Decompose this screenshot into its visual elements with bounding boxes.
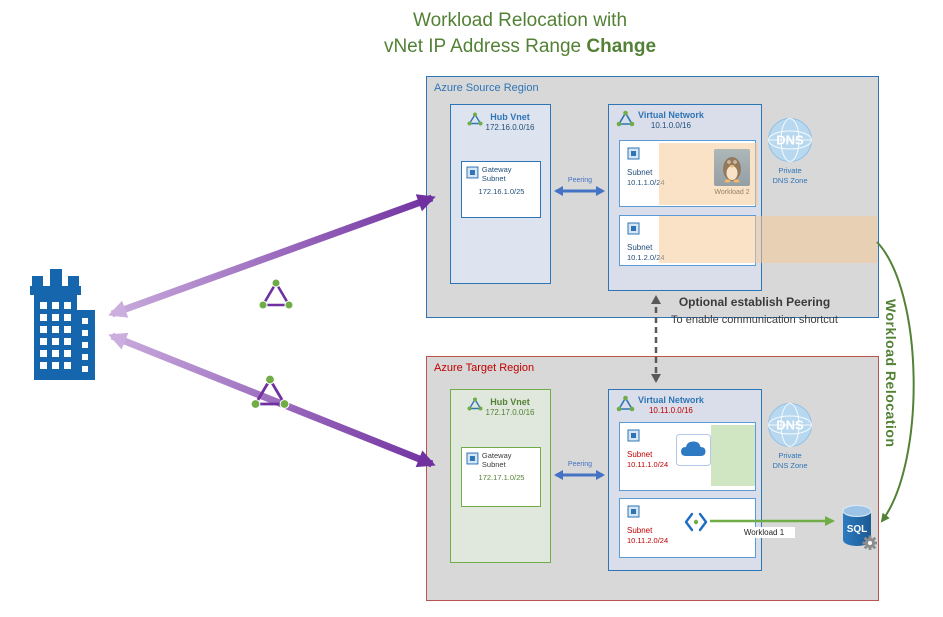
target-vnet-title: Virtual Network (638, 395, 704, 405)
source-subnet1-cidr: 10.1.1.0/24 (627, 178, 665, 187)
target-hub-vnet-cidr: 172.17.0.0/16 (485, 408, 535, 417)
subnet-icon (627, 429, 640, 442)
target-gateway-subnet-box: Gateway Subnet 172.17.1.0/25 (461, 447, 541, 507)
source-region-label: Azure Source Region (434, 82, 539, 94)
workload-relocation-label: Workload Relocation (883, 299, 899, 448)
subnet-icon (627, 147, 640, 160)
cloud-service-icon (676, 434, 711, 471)
dns-globe-text: DNS (776, 133, 804, 148)
target-vnet-cidr: 10.11.0.0/16 (648, 406, 693, 415)
virtual-network-icon (616, 395, 635, 412)
target-gateway-subnet-title: Gateway Subnet (481, 451, 512, 469)
source-vnet-title: Virtual Network (638, 110, 704, 120)
source-subnet2-box: Subnet 10.1.2.0/24 (619, 215, 756, 266)
target-private-dns-zone: DNS Private DNS Zone (762, 402, 818, 471)
target-subnet1-cidr: 10.11.1.0/24 (627, 460, 669, 469)
source-subnet1-title: Subnet (627, 168, 653, 177)
optional-peering-title: Optional establish Peering (678, 295, 831, 309)
target-hub-vnet-title: Hub Vnet (490, 397, 530, 407)
source-vnet-header: Virtual Network 10.1.0.0/16 (616, 110, 704, 130)
gear-icon (862, 535, 877, 550)
target-peering-label: Peering (567, 461, 593, 468)
dns-globe-icon: DNS (768, 403, 812, 447)
source-subnet2-cidr: 10.1.2.0/24 (627, 253, 665, 262)
target-virtual-network-box: Virtual Network 10.11.0.0/16 Subnet 10.1… (608, 389, 762, 571)
target-subnet1-title: Subnet (627, 450, 653, 459)
title-change-word: Change (586, 35, 657, 57)
source-vnet-cidr: 10.1.0.0/16 (650, 121, 691, 130)
source-gateway-subnet-cidr: 172.16.1.0/25 (478, 187, 525, 197)
target-hub-vnet-box: Hub Vnet 172.17.0.0/16 Gateway Subnet 17… (450, 389, 551, 563)
target-subnet2-title: Subnet (627, 526, 653, 535)
workload2-linux-vm-icon (714, 149, 750, 191)
optional-peering-subtitle: To enable communication shortcut (671, 314, 838, 326)
source-dns-label: Private DNS Zone (772, 166, 808, 185)
virtual-network-icon (616, 110, 635, 127)
source-gateway-subnet-box: Gateway Subnet 172.16.1.0/25 (461, 161, 541, 218)
source-hub-vnet-box: Hub Vnet 172.16.0.0/16 Gateway Subnet 17… (450, 104, 551, 284)
target-dns-label: Private DNS Zone (772, 451, 808, 470)
target-hub-vnet-header: Hub Vnet 172.17.0.0/16 (451, 397, 550, 417)
vnet-icon (467, 397, 483, 411)
enterprise-building-icon (30, 269, 95, 380)
optional-peering-note: Optional establish Peering To enable com… (662, 295, 847, 329)
target-vnet-header: Virtual Network 10.11.0.0/16 (616, 395, 704, 415)
target-gateway-subnet-cidr: 172.17.1.0/25 (478, 473, 525, 483)
vnet-peering-icon-top (258, 278, 294, 310)
subnet-icon (627, 222, 640, 235)
source-peering-label: Peering (567, 177, 593, 184)
vnet-icon (467, 112, 483, 126)
sql-database-icon: SQL (842, 505, 877, 550)
diagram-title: Workload Relocation with vNet IP Address… (330, 8, 710, 59)
source-gateway-subnet-title: Gateway Subnet (481, 165, 512, 183)
title-line1: Workload Relocation with (412, 10, 628, 31)
source-subnet1-box: Subnet 10.1.1.0/24 Workload 2 (619, 140, 756, 207)
workload2-label: Workload 2 (710, 188, 754, 197)
sql-label: SQL (847, 524, 868, 535)
app-code-icon (683, 507, 709, 542)
vnet-peering-icon-bottom (250, 374, 290, 409)
source-hub-vnet-header: Hub Vnet 172.16.0.0/16 (451, 112, 550, 132)
source-hub-vnet-title: Hub Vnet (490, 112, 530, 122)
source-private-dns-zone: DNS Private DNS Zone (762, 117, 818, 186)
title-line2: vNet IP Address Range Change (383, 35, 657, 57)
dns-globe-text: DNS (776, 418, 804, 433)
source-virtual-network-box: Virtual Network 10.1.0.0/16 Subnet 10.1.… (608, 104, 762, 291)
dns-globe-icon: DNS (768, 118, 812, 162)
subnet-icon (627, 505, 640, 518)
source-hub-vnet-cidr: 172.16.0.0/16 (485, 123, 535, 132)
source-subnet2-title: Subnet (627, 243, 653, 252)
target-region-label: Azure Target Region (434, 362, 535, 374)
target-subnet2-cidr: 10.11.2.0/24 (627, 536, 669, 545)
subnet-icon (466, 452, 479, 465)
subnet-icon (466, 166, 479, 179)
target-subnet1-box: Subnet 10.11.1.0/24 (619, 422, 756, 491)
workload1-label: Workload 1 (733, 527, 795, 538)
